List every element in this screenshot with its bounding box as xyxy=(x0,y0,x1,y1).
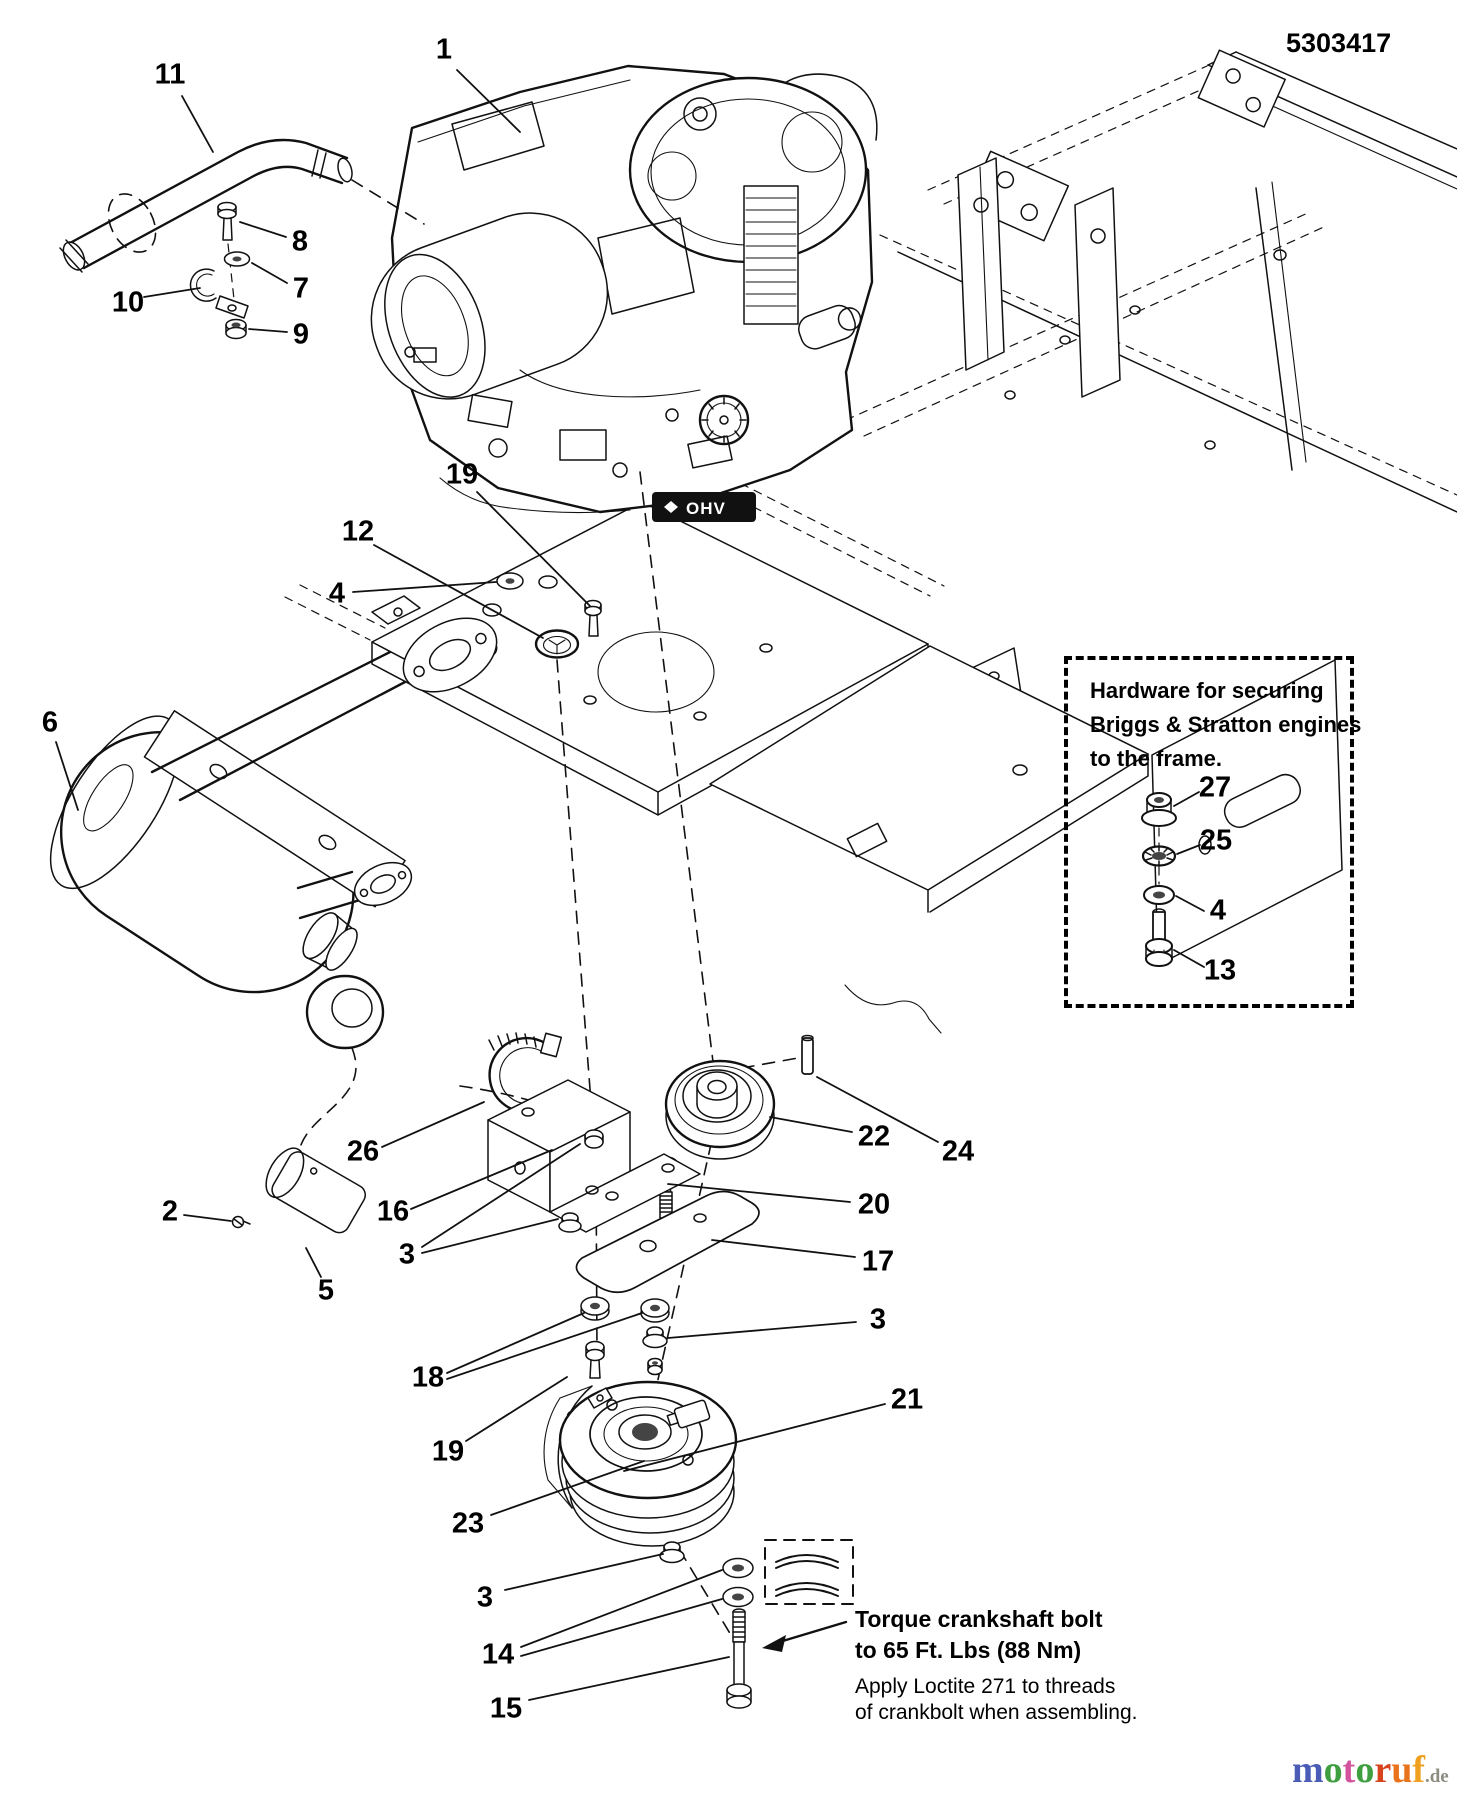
tailpipe-illustration xyxy=(265,1147,366,1234)
pulley-illustration xyxy=(654,1034,814,1219)
callout-10: 10 xyxy=(111,286,145,319)
hardware-note-box xyxy=(1064,656,1354,1008)
callout-11: 11 xyxy=(154,58,186,91)
clutch-plate-hardware xyxy=(575,1190,760,1379)
flat-washer-icon xyxy=(1143,885,1175,905)
motoruf-logo: motoruf.de xyxy=(1292,1748,1449,1799)
muffler-illustration xyxy=(49,617,498,1234)
callout-8: 8 xyxy=(291,225,309,258)
logo-letter: f xyxy=(1412,1749,1425,1791)
logo-letter: r xyxy=(1374,1749,1392,1791)
callout-1: 1 xyxy=(435,33,453,66)
callout-25: 25 xyxy=(1199,824,1233,857)
callout-4: 4 xyxy=(328,577,346,610)
engine-mount-hardware xyxy=(496,572,602,659)
logo-letter: o xyxy=(1355,1749,1375,1791)
logo-letter: o xyxy=(1323,1749,1343,1791)
callout-9: 9 xyxy=(292,318,310,351)
callout-4: 4 xyxy=(1209,894,1227,927)
engine-illustration: OHV xyxy=(370,64,874,522)
callout-12: 12 xyxy=(341,515,375,548)
logo-wordmark: motoruf xyxy=(1292,1749,1425,1791)
callout-3: 3 xyxy=(398,1238,416,1271)
callout-21: 21 xyxy=(890,1383,924,1416)
exhaust-tube-illustration xyxy=(59,138,425,340)
flange-nut-icon xyxy=(1141,792,1177,827)
callout-23: 23 xyxy=(451,1507,485,1540)
catalog-part-number: 5303417 xyxy=(1286,28,1392,58)
callout-leader-lines xyxy=(55,69,1205,1701)
callout-7: 7 xyxy=(292,272,310,305)
callout-6: 6 xyxy=(41,706,59,739)
lock-washer-icon xyxy=(1141,845,1177,867)
hardware-note-line-3: to the frame. xyxy=(1090,746,1223,771)
mount-bracket-illustration xyxy=(487,1032,701,1233)
hardware-note-text: Hardware for securing Briggs & Stratton … xyxy=(1090,674,1361,776)
torque-note-bold-line-2: to 65 Ft. Lbs (88 Nm) xyxy=(855,1637,1082,1663)
callout-22: 22 xyxy=(857,1120,891,1153)
mount-bolt-icon xyxy=(1145,908,1173,967)
callout-19: 19 xyxy=(431,1435,465,1468)
torque-note: Torque crankshaft bolt to 65 Ft. Lbs (88… xyxy=(855,1604,1138,1726)
callout-17: 17 xyxy=(861,1245,895,1278)
callout-3: 3 xyxy=(476,1581,494,1614)
hardware-box-icons xyxy=(1141,792,1177,967)
callout-26: 26 xyxy=(346,1135,380,1168)
callout-19: 19 xyxy=(445,458,479,491)
callout-2: 2 xyxy=(161,1195,179,1228)
torque-note-bold-line-1: Torque crankshaft bolt xyxy=(855,1606,1103,1632)
engine-ohv-badge: OHV xyxy=(686,499,726,518)
hardware-note-line-1: Hardware for securing xyxy=(1090,678,1324,703)
callout-16: 16 xyxy=(376,1195,410,1228)
logo-letter: m xyxy=(1292,1749,1324,1791)
torque-note-plain-line-2: of crankbolt when assembling. xyxy=(855,1701,1138,1724)
callout-15: 15 xyxy=(489,1692,523,1725)
mower-frame-illustration xyxy=(284,49,1457,1034)
callout-13: 13 xyxy=(1203,954,1237,987)
callout-3: 3 xyxy=(869,1303,887,1336)
logo-letter: t xyxy=(1342,1749,1356,1791)
callout-5: 5 xyxy=(317,1274,335,1307)
callout-14: 14 xyxy=(481,1638,515,1671)
clutch-illustration xyxy=(543,1380,854,1709)
logo-suffix: .de xyxy=(1424,1766,1449,1787)
callout-20: 20 xyxy=(857,1188,891,1221)
callout-24: 24 xyxy=(941,1135,975,1168)
hardware-note-line-2: Briggs & Stratton engines xyxy=(1090,712,1362,737)
callout-18: 18 xyxy=(411,1361,445,1394)
callout-27: 27 xyxy=(1198,771,1232,804)
torque-note-plain-line-1: Apply Loctite 271 to threads xyxy=(855,1675,1116,1698)
logo-letter: u xyxy=(1391,1749,1413,1791)
